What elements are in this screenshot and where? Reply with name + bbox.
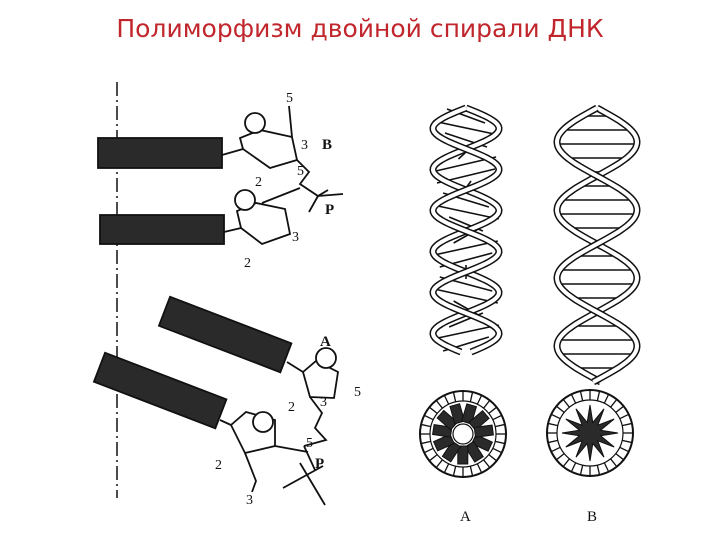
label-b-form: B (322, 137, 332, 153)
label-a-form: A (320, 334, 331, 350)
b-form-nucleotides (98, 106, 343, 244)
a-form-nucleotides (94, 297, 338, 505)
ring-oxygen-4 (253, 412, 273, 432)
backbone-strand-inner (557, 108, 637, 382)
b-form-cross-section (547, 390, 633, 476)
base-pair-block (474, 425, 493, 437)
base-pair-rung (433, 325, 499, 339)
ring-oxygen-2 (235, 190, 255, 210)
base-pair-rung (433, 205, 499, 219)
label-b-2a: 2 (255, 175, 262, 190)
base-pair-bar-1 (98, 138, 222, 168)
label-b-3b: 3 (292, 230, 299, 245)
label-b-5b: 5 (297, 164, 304, 179)
label-a-phosphate: P (315, 456, 324, 472)
ring-oxygen-3 (316, 348, 336, 368)
label-b-2b: 2 (244, 256, 251, 271)
ring-oxygen-1 (245, 113, 265, 133)
cross-section-label-b: B (587, 509, 597, 525)
label-a-2b: 2 (215, 458, 222, 473)
label-b-phosphate: P (325, 202, 334, 218)
label-a-2a: 2 (288, 400, 295, 415)
label-a-5b: 5 (306, 436, 313, 451)
label-b-3a: 3 (301, 138, 308, 153)
a-form-cross-section (420, 391, 506, 477)
b-form-helix (557, 108, 637, 382)
base-pair-bar-2 (100, 215, 224, 244)
sugar-ring-1 (240, 130, 297, 168)
label-b-5a: 5 (286, 91, 293, 106)
label-a-3a: 3 (320, 395, 327, 410)
label-a-3b: 3 (246, 493, 253, 508)
label-a-5a: 5 (354, 385, 361, 400)
base-pair-bar-3 (159, 297, 291, 373)
cross-section-label-a: A (460, 509, 471, 525)
base-pair-bar-4 (94, 353, 226, 429)
base-pair-rung (433, 121, 499, 135)
a-form-helix (433, 108, 499, 352)
